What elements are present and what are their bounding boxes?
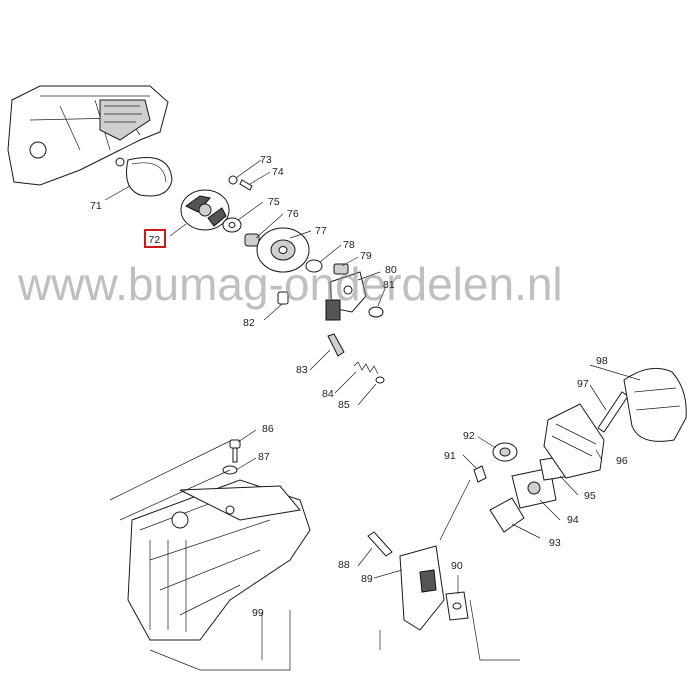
part-97-bolt bbox=[597, 391, 629, 433]
part-79-worm bbox=[333, 263, 349, 275]
callout-94: 94 bbox=[567, 514, 579, 526]
callout-80: 80 bbox=[385, 264, 397, 276]
part-71-clutch-drum-cover bbox=[126, 157, 173, 197]
part-84-spring bbox=[353, 361, 379, 375]
callout-82: 82 bbox=[243, 317, 255, 329]
part-74-screw bbox=[239, 179, 253, 191]
callout-95: 95 bbox=[584, 490, 596, 502]
callout-73: 73 bbox=[260, 154, 272, 166]
callout-93: 93 bbox=[549, 537, 561, 549]
callout-83: 83 bbox=[296, 364, 308, 376]
part-75-washer bbox=[222, 217, 242, 233]
callout-76: 76 bbox=[287, 208, 299, 220]
callout-85: 85 bbox=[338, 399, 350, 411]
callout-77: 77 bbox=[315, 225, 327, 237]
part-78-oil-pump-gear bbox=[305, 259, 323, 273]
callout-79: 79 bbox=[360, 250, 372, 262]
part-99-crankcase-frame bbox=[127, 479, 311, 641]
callout-72: 72 bbox=[149, 234, 161, 246]
callout-96: 96 bbox=[616, 455, 628, 467]
callout-97: 97 bbox=[577, 378, 589, 390]
leader-lines bbox=[104, 159, 641, 671]
part-98-air-filter-cover bbox=[623, 367, 687, 442]
callout-99: 99 bbox=[252, 607, 264, 619]
callout-87: 87 bbox=[258, 451, 270, 463]
part-91-screw bbox=[473, 465, 487, 483]
part-73-washer bbox=[228, 175, 238, 185]
callout-84: 84 bbox=[322, 388, 334, 400]
part-82-pin bbox=[277, 291, 289, 305]
callout-98: 98 bbox=[596, 355, 608, 367]
callout-90: 90 bbox=[451, 560, 463, 572]
part-80-oil-pump bbox=[325, 271, 367, 321]
callout-75: 75 bbox=[268, 196, 280, 208]
part-90-gasket bbox=[445, 591, 469, 621]
part-93-intake-manifold bbox=[489, 497, 525, 533]
callout-81: 81 bbox=[383, 279, 395, 291]
part-88-bolt bbox=[367, 531, 393, 557]
part-89-muffler bbox=[399, 545, 445, 631]
callout-86: 86 bbox=[262, 423, 274, 435]
part-81-o-ring bbox=[368, 306, 384, 318]
part-77-sprocket-drum bbox=[256, 227, 310, 273]
callout-78: 78 bbox=[343, 239, 355, 251]
callout-88: 88 bbox=[338, 559, 350, 571]
part-85-filter bbox=[375, 376, 385, 384]
part-92-air-filter-cap bbox=[492, 442, 518, 462]
part-76-needle-bearing bbox=[244, 233, 260, 247]
callout-74: 74 bbox=[272, 166, 284, 178]
callout-71: 71 bbox=[90, 200, 102, 212]
part-83-oil-hose bbox=[327, 333, 345, 357]
part-86-bolt bbox=[229, 439, 241, 463]
callout-89: 89 bbox=[361, 573, 373, 585]
highlight-box bbox=[144, 229, 166, 248]
engine-housing bbox=[7, 85, 169, 186]
watermark-text: www.bumag-onderdelen.nl bbox=[17, 258, 563, 310]
callout-91: 91 bbox=[444, 450, 456, 462]
callout-92: 92 bbox=[463, 430, 475, 442]
part-96-air-filter-housing bbox=[543, 403, 605, 479]
part-72-clutch-assembly bbox=[180, 189, 230, 231]
callouts: 71 72 73 74 75 76 77 78 79 80 81 82 83 8… bbox=[90, 154, 628, 619]
